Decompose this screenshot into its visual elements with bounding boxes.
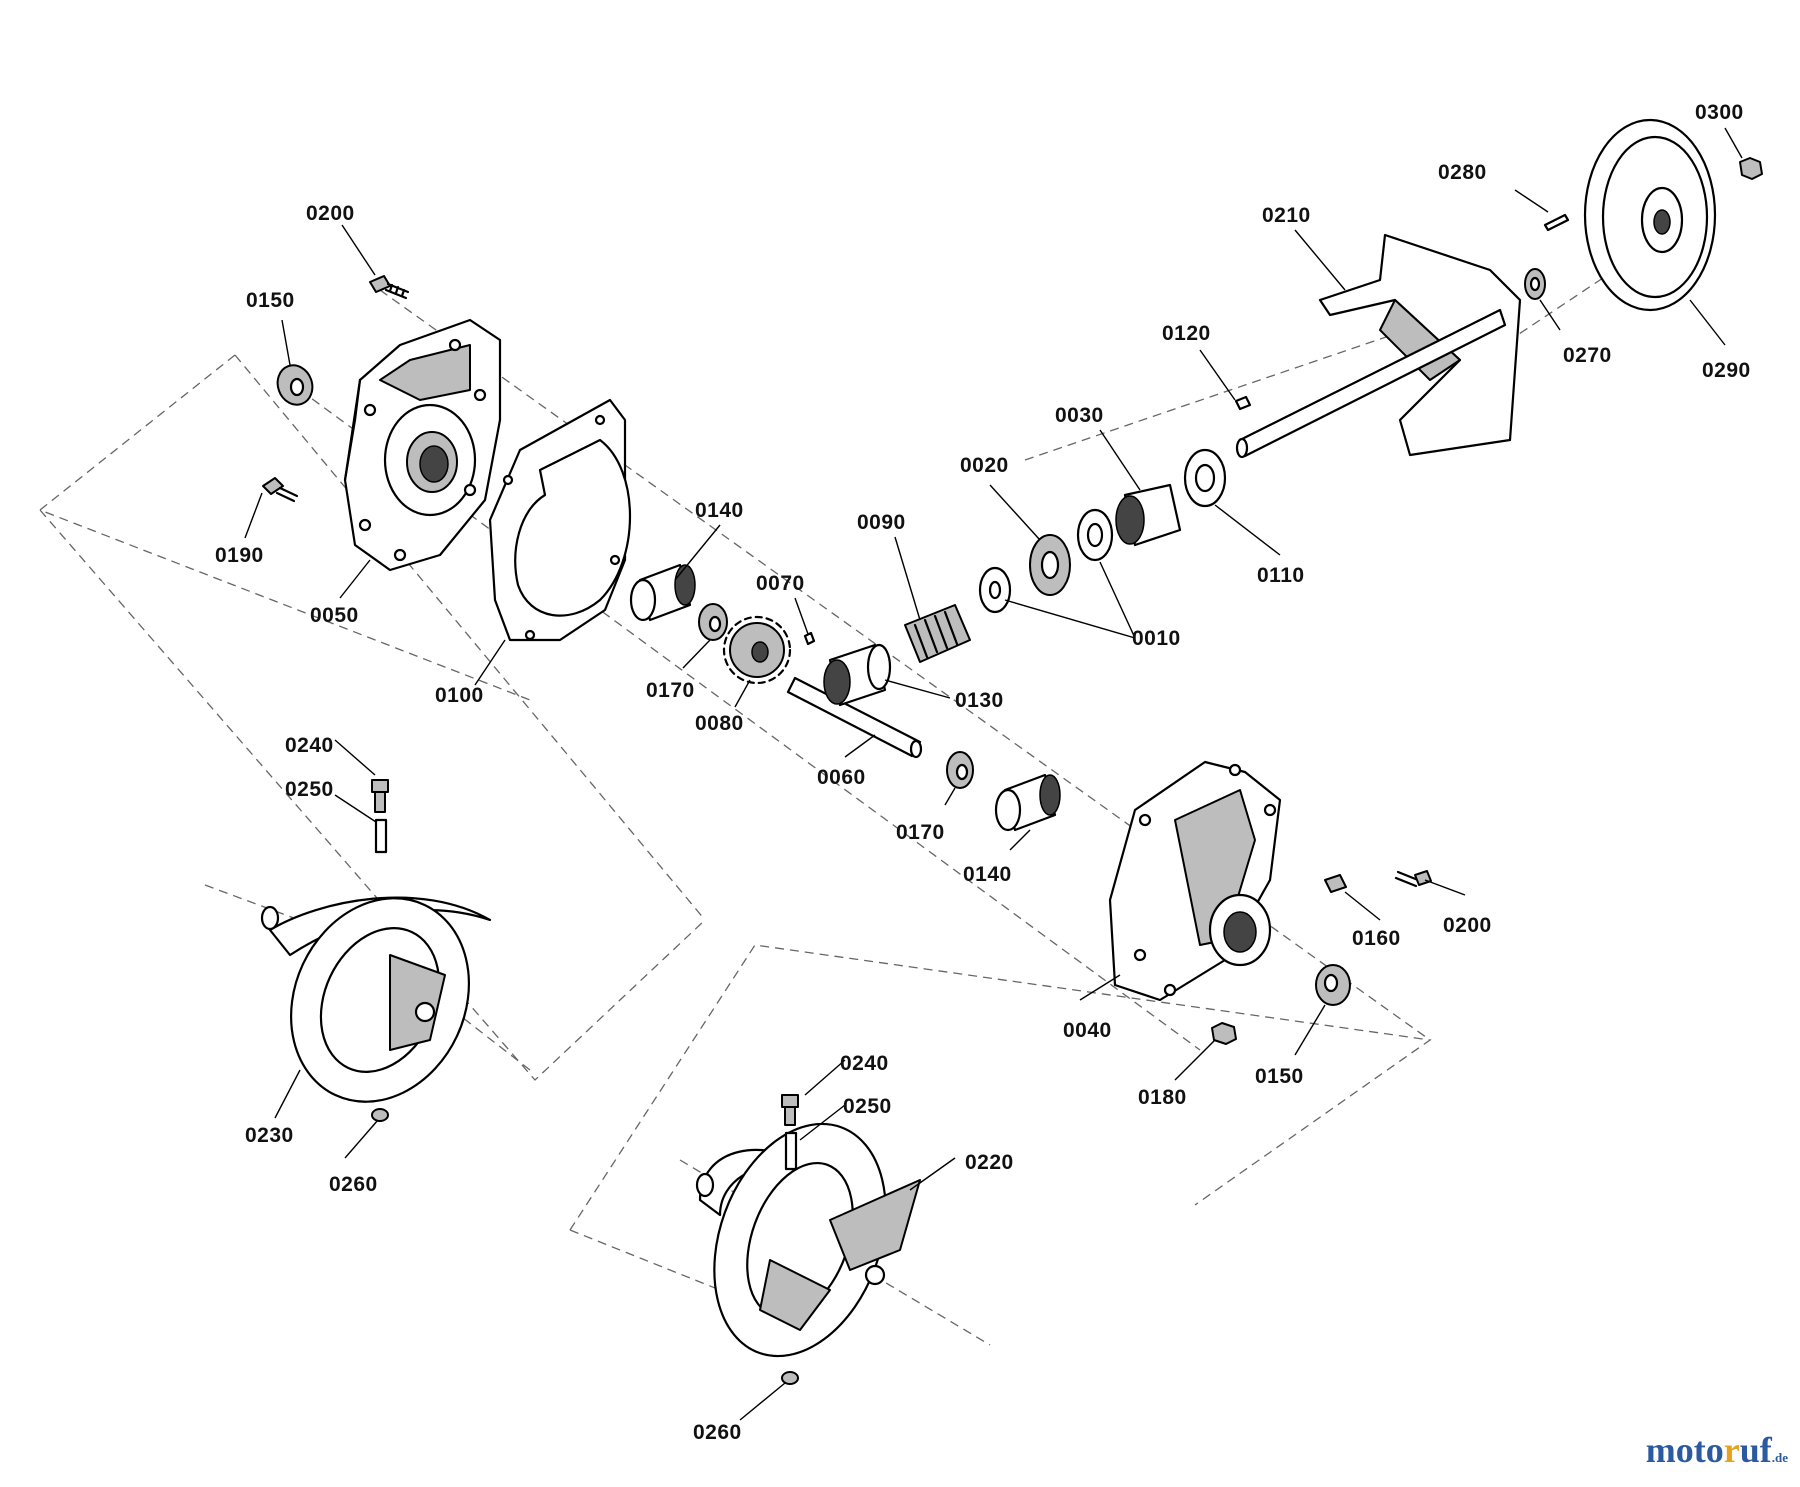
- gear-housing-0040: [1108, 760, 1282, 1002]
- label-0040: 0040: [1063, 1019, 1112, 1042]
- washer-0010-a: [978, 566, 1012, 614]
- washer-0170-b: [946, 751, 974, 789]
- washer-0010-b: [1076, 508, 1114, 562]
- washer-0110: [1183, 448, 1227, 508]
- label-0100: 0100: [435, 684, 484, 707]
- label-0270: 0270: [1563, 344, 1612, 367]
- label-0150-right: 0150: [1255, 1065, 1304, 1088]
- set-screw-0160: [1324, 874, 1347, 893]
- bushing-0130: [823, 643, 892, 707]
- label-0260-left: 0260: [329, 1173, 378, 1196]
- bolt-0200-b: [1394, 870, 1432, 888]
- leader-lines: [244, 127, 1743, 1421]
- label-0170-top: 0170: [646, 679, 695, 702]
- washer-0150-b: [1315, 964, 1351, 1006]
- bolt-0240-a: [371, 779, 389, 813]
- motoruf-watermark-logo: motoruf.de: [1645, 1430, 1788, 1470]
- label-0220: 0220: [965, 1151, 1014, 1174]
- impeller-0210: [1235, 233, 1522, 459]
- label-0050: 0050: [310, 604, 359, 627]
- bolt-0240-b: [781, 1094, 799, 1126]
- key-0070: [803, 631, 816, 646]
- label-0230: 0230: [245, 1124, 294, 1147]
- label-0060: 0060: [817, 766, 866, 789]
- label-0250-bottom: 0250: [843, 1095, 892, 1118]
- auger-0230: [260, 896, 492, 1103]
- label-0290: 0290: [1702, 359, 1751, 382]
- nut-0180: [1211, 1022, 1237, 1045]
- label-0170-mid: 0170: [896, 821, 945, 844]
- washer-0270: [1524, 268, 1546, 300]
- nut-0260-b: [781, 1371, 799, 1385]
- pulley-0290: [1583, 118, 1717, 312]
- washer-0170-a: [698, 603, 728, 641]
- thrust-bearing-0020: [1029, 534, 1071, 596]
- label-0120: 0120: [1162, 322, 1211, 345]
- key-0120: [1234, 395, 1252, 411]
- label-0280: 0280: [1438, 161, 1487, 184]
- washer-0150-a: [276, 364, 314, 406]
- label-0180: 0180: [1138, 1086, 1187, 1109]
- gasket-0100: [488, 398, 631, 642]
- spacer-0250-a: [374, 818, 388, 854]
- label-0130: 0130: [955, 689, 1004, 712]
- spacer-0250-b: [784, 1131, 798, 1171]
- label-0240-bottom: 0240: [840, 1052, 889, 1075]
- auger-0220: [695, 1122, 921, 1358]
- gear-0080: [722, 615, 792, 685]
- label-0150-top: 0150: [246, 289, 295, 312]
- label-0210: 0210: [1262, 204, 1311, 227]
- label-0010: 0010: [1132, 627, 1181, 650]
- label-0140-mid: 0140: [963, 863, 1012, 886]
- bushing-0140-a: [629, 563, 696, 622]
- label-0160: 0160: [1352, 927, 1401, 950]
- bolt-0200-a: [369, 275, 410, 300]
- label-0240-left: 0240: [285, 734, 334, 757]
- worm-gear-0090: [904, 604, 971, 663]
- label-0300: 0300: [1695, 101, 1744, 124]
- label-0030: 0030: [1055, 404, 1104, 427]
- bushing-0140-b: [994, 773, 1061, 832]
- bolt-0190: [262, 477, 299, 503]
- gear-housing-0050: [343, 318, 502, 572]
- label-0200-right: 0200: [1443, 914, 1492, 937]
- label-0090: 0090: [857, 511, 906, 534]
- nut-0260-a: [371, 1108, 389, 1122]
- label-0070: 0070: [756, 572, 805, 595]
- label-0140-top: 0140: [695, 499, 744, 522]
- bearing-0030: [1115, 483, 1182, 547]
- label-0080: 0080: [695, 712, 744, 735]
- label-0260-bottom: 0260: [693, 1421, 742, 1444]
- label-0250-left: 0250: [285, 778, 334, 801]
- label-0190: 0190: [215, 544, 264, 567]
- label-0200-top: 0200: [306, 202, 355, 225]
- key-0280: [1543, 213, 1570, 232]
- label-0020: 0020: [960, 454, 1009, 477]
- label-0110: 0110: [1257, 564, 1305, 587]
- shaft-0060: [786, 676, 923, 759]
- nut-0300: [1739, 157, 1763, 180]
